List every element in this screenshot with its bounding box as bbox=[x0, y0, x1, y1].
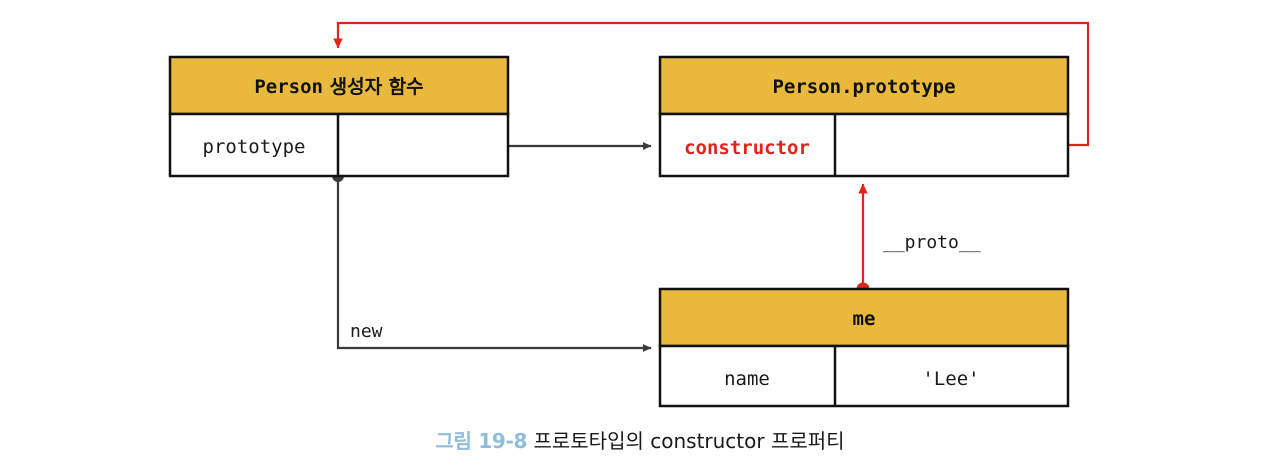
box-person-constructor: Person 생성자 함수 prototype bbox=[168, 55, 510, 178]
cell-me-name-value: 'Lee' bbox=[922, 368, 979, 390]
box-title-person-prototype: Person.prototype bbox=[772, 76, 955, 98]
edge-label-proto: __proto__ bbox=[883, 232, 981, 253]
cell-constructor-key: constructor bbox=[684, 137, 810, 159]
figure-caption-text: 프로토타입의 constructor 프로퍼티 bbox=[533, 429, 845, 453]
box-me-object: me name 'Lee' bbox=[658, 287, 1070, 408]
figure-caption: 그림 19-8 프로토타입의 constructor 프로퍼티 bbox=[0, 427, 1280, 455]
edge-proto-link bbox=[856, 183, 870, 296]
cell-person-prototype-key: prototype bbox=[203, 136, 306, 158]
cell-me-name-key: name bbox=[724, 368, 770, 390]
box-title-me: me bbox=[853, 308, 876, 330]
edge-label-new: new bbox=[350, 321, 383, 342]
box-person-prototype: Person.prototype constructor bbox=[658, 55, 1070, 178]
figure-caption-number: 그림 19-8 bbox=[435, 429, 528, 453]
box-title-person: Person 생성자 함수 bbox=[254, 76, 423, 98]
